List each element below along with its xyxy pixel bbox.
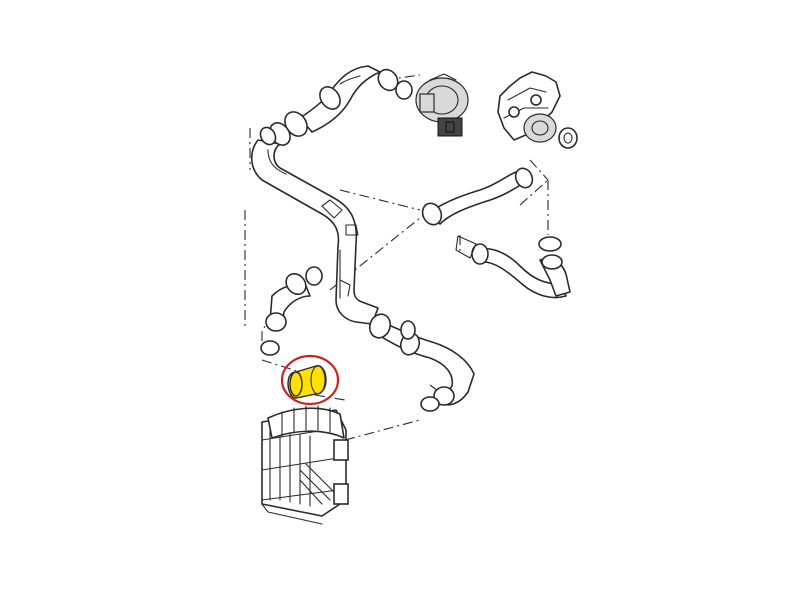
intercooler (261, 405, 349, 525)
bypass-valve (415, 73, 469, 137)
sleeve-end (289, 371, 303, 397)
highlight-circle (280, 354, 340, 406)
upper-curved-hose (259, 65, 413, 146)
main-boost-pipe (250, 139, 379, 325)
highlighted-sleeve[interactable] (280, 354, 340, 406)
turbo-manifold (497, 71, 578, 149)
lower-center-hose (368, 313, 475, 412)
left-small-hose (260, 266, 323, 356)
assembly-guide-lines (244, 74, 549, 441)
right-hose-assembly (421, 167, 571, 299)
